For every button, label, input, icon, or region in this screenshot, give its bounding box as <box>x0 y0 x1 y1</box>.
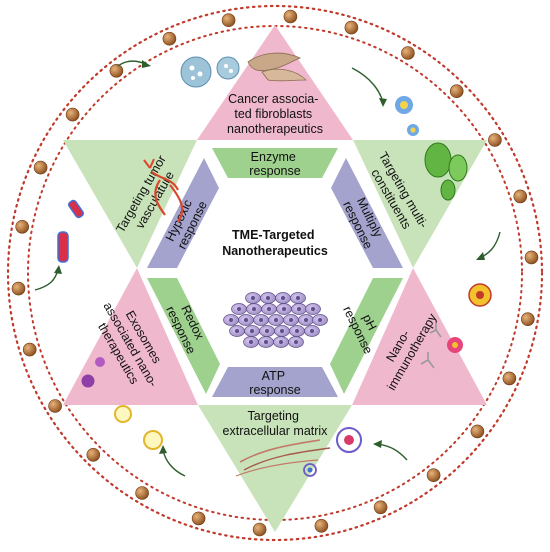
label-targeting-extracellular-matrix: Targeting extracellular matrix <box>223 409 329 438</box>
ring-bead <box>520 312 535 327</box>
tumor-cell-nucleus <box>282 307 286 311</box>
ring-bead <box>401 46 415 60</box>
ring-bead <box>314 518 329 533</box>
triangle-upper-left <box>63 140 197 268</box>
ring-bead <box>426 468 441 483</box>
arrowheads <box>54 60 485 454</box>
star-nanoparticle-icon <box>468 283 492 307</box>
tumor-cell-nucleus <box>281 296 285 300</box>
tumor-cell-nucleus <box>244 318 248 322</box>
triangle-lower-left <box>63 268 198 405</box>
tumor-cell-nucleus <box>279 340 283 344</box>
label-atp-response: ATP response <box>249 369 300 397</box>
ring-bead <box>488 133 502 147</box>
tumor-cell-cluster-icon <box>223 292 328 348</box>
tumor-cell-nucleus <box>252 307 256 311</box>
tumor-cell-nucleus <box>265 329 269 333</box>
tumor-cell-nucleus <box>267 307 271 311</box>
ring-bead <box>191 511 206 526</box>
tumor-cell-nucleus <box>280 329 284 333</box>
tumor-cell-nucleus <box>229 318 233 322</box>
tumor-cell-nucleus <box>296 296 300 300</box>
tumor-cell-nucleus <box>251 296 255 300</box>
outer-dotted-ring <box>6 4 544 542</box>
tumor-cell-nucleus <box>311 307 315 311</box>
exosome-spheres-icon <box>81 357 163 450</box>
ring-bead <box>162 31 177 46</box>
targeting-particle-icon <box>303 427 362 477</box>
tumor-cell-nucleus <box>289 318 293 322</box>
tumor-cell-nucleus <box>318 318 322 322</box>
ring-bead <box>283 9 298 24</box>
blood-vessel-particle-icon <box>57 199 85 263</box>
ring-bead <box>449 84 464 98</box>
trapezoid-atp <box>212 367 338 397</box>
tumor-cell-nucleus <box>295 329 299 333</box>
ring-bead <box>22 342 37 357</box>
ring-bead <box>109 64 124 78</box>
ring-bead <box>48 399 62 413</box>
ring-bead <box>470 424 485 439</box>
ring-bead <box>221 13 236 28</box>
nanoparticle-spheres-icon <box>180 56 240 88</box>
ring-bead <box>502 371 517 386</box>
ring-bead <box>344 20 359 35</box>
tumor-cell-nucleus <box>249 340 253 344</box>
label-enzyme-response: Enzyme response <box>249 150 300 178</box>
ring-bead <box>524 250 539 265</box>
tumor-cell-nucleus <box>237 307 241 311</box>
ring-bead <box>252 522 267 537</box>
trapezoid-enzyme <box>212 148 338 178</box>
tumor-cell-nucleus <box>310 329 314 333</box>
ring-bead <box>135 486 149 500</box>
tumor-cell-nucleus <box>250 329 254 333</box>
ring-bead <box>33 160 48 175</box>
tumor-cell-nucleus <box>294 340 298 344</box>
ring-beads <box>11 9 539 537</box>
triangle-top <box>197 25 353 140</box>
flower-nanoparticle-icon <box>395 96 419 136</box>
tumor-cell-nucleus <box>304 318 308 322</box>
trapezoid-multiply <box>331 158 403 268</box>
ring-bead <box>15 220 30 234</box>
triangle-bottom <box>198 405 352 532</box>
ring-bead <box>373 500 388 515</box>
ring-bead <box>86 447 101 462</box>
tumor-cell-nucleus <box>235 329 239 333</box>
triangle-lower-right <box>352 268 487 405</box>
tumor-cell-nucleus <box>259 318 263 322</box>
vasculature-icon <box>143 158 184 223</box>
extracellular-matrix-fibers-icon <box>235 439 331 477</box>
trapezoid-redox <box>147 278 220 394</box>
tumor-cell-nucleus <box>297 307 301 311</box>
fibroblast-icon <box>247 52 307 82</box>
trapezoid-ph <box>330 278 403 394</box>
tumor-cell-nucleus <box>274 318 278 322</box>
ring-bead <box>513 189 528 204</box>
ring-bead <box>11 281 26 296</box>
green-constituents-icon <box>424 142 468 201</box>
trapezoid-hypoxic <box>147 158 219 268</box>
ring-bead <box>65 107 80 122</box>
immune-particle-icon <box>420 323 463 369</box>
center-title: TME-Targeted Nanotherapeutics <box>222 228 328 258</box>
tumor-cell-nucleus <box>264 340 268 344</box>
tumor-cell-nucleus <box>266 296 270 300</box>
label-cancer-associated-fibroblasts: Cancer associa- ted fibroblasts nanother… <box>227 92 323 136</box>
